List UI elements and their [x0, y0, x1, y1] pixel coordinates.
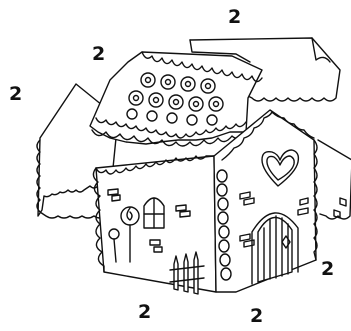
piece-count-label-left: 2 [9, 85, 22, 104]
piece-count-label-bottom-left: 2 [138, 303, 151, 322]
piece-count-label-top-left: 2 [92, 45, 105, 64]
house-front-wall [93, 156, 216, 294]
piece-count-label-right: 2 [321, 260, 334, 279]
piece-count-label-top-right: 2 [228, 8, 241, 27]
house-side-wall [214, 110, 317, 292]
right-wall-panel [318, 140, 351, 219]
house-roof [90, 52, 262, 146]
piece-count-label-bottom-right: 2 [250, 307, 263, 326]
